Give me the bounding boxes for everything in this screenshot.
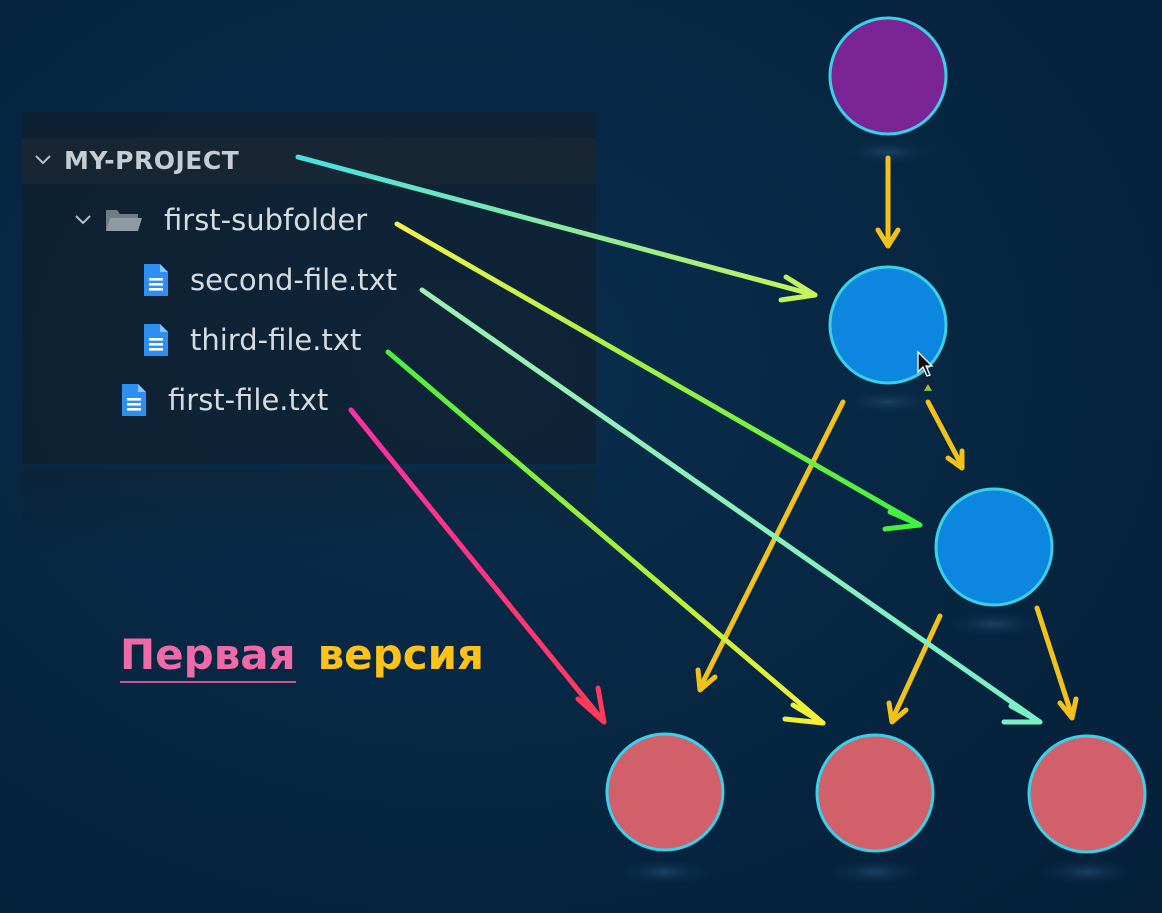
node-reflection <box>823 858 927 886</box>
commit-node <box>828 16 948 136</box>
file-explorer <box>22 112 596 464</box>
chevron-down-icon[interactable] <box>34 153 51 167</box>
edge-commit-to-tree-root <box>875 155 901 249</box>
node-reflection <box>836 138 940 166</box>
arrow-first-subfolder-to-tree-sub <box>394 221 923 532</box>
explorer-reflection <box>22 470 596 560</box>
explorer-item-second-file[interactable]: second-file.txt <box>142 260 397 300</box>
file-text-icon <box>142 322 170 358</box>
file-text-icon <box>142 262 170 298</box>
node-reflection <box>613 858 717 886</box>
explorer-root-label: MY-PROJECT <box>64 145 240 175</box>
tree-node-subfolder <box>934 487 1054 607</box>
explorer-item-third-file[interactable]: third-file.txt <box>142 320 361 360</box>
explorer-item-label: third-file.txt <box>190 323 362 357</box>
explorer-item-label: first-file.txt <box>168 383 329 417</box>
mouse-cursor-icon <box>917 350 934 391</box>
edge-tree-root-to-tree-sub <box>925 399 965 471</box>
arrow-first-file-to-blob-first-file <box>348 407 607 725</box>
explorer-item-label: first-subfolder <box>164 203 368 237</box>
arrow-second-file-to-blob-second-file <box>419 287 1043 725</box>
explorer-root-row[interactable]: MY-PROJECT <box>34 140 239 180</box>
explorer-item-label: second-file.txt <box>190 263 398 297</box>
mapping-arrows <box>295 154 1043 726</box>
node-reflection <box>836 388 940 416</box>
node-reflection <box>1035 858 1139 886</box>
chevron-down-icon[interactable] <box>74 213 91 227</box>
caption-word-first: Первая <box>120 630 296 683</box>
node-reflections <box>613 138 1139 886</box>
explorer-item-first-subfolder[interactable]: first-subfolder <box>74 200 367 240</box>
arrow-my-project-to-tree-root <box>295 154 818 303</box>
blob-node-third-file <box>815 733 935 853</box>
tree-node-root <box>828 265 948 385</box>
edge-tree-sub-to-blob-third-file <box>886 613 943 725</box>
file-text-icon <box>120 382 148 418</box>
edge-tree-sub-to-blob-second-file <box>1034 605 1079 721</box>
folder-open-icon <box>104 205 144 235</box>
node-reflection <box>942 610 1046 638</box>
arrow-third-file-to-blob-third-file <box>385 349 826 726</box>
blob-node-first-file <box>605 732 725 852</box>
object-nodes <box>605 16 1147 854</box>
explorer-item-first-file[interactable]: first-file.txt <box>120 380 328 420</box>
caption-word-version: версия <box>317 630 485 679</box>
caption: Первая версия <box>120 630 485 683</box>
blob-node-second-file <box>1027 734 1147 854</box>
tree-edges <box>695 155 1079 725</box>
edge-tree-root-to-blob-first-file <box>695 399 846 693</box>
